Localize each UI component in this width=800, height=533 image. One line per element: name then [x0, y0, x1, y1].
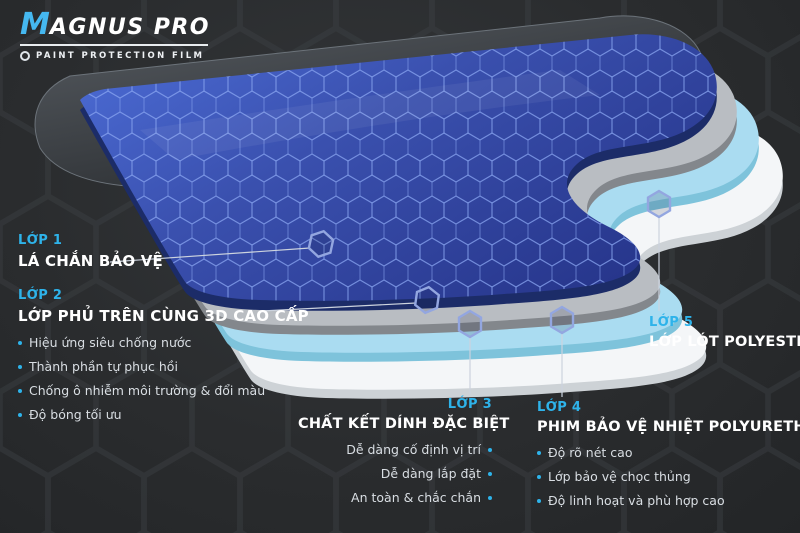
layer-title-4: PHIM BẢO VỆ NHIỆT POLYURETHAN: [537, 419, 800, 435]
bullet-text: Độ rõ nét cao: [548, 445, 633, 460]
bullet-dot: [18, 388, 22, 393]
bullet-dot: [488, 471, 492, 476]
layer-tag-2: LỚP 2: [18, 288, 63, 303]
brand-subtitle-text: PAINT PROTECTION FILM: [36, 51, 205, 61]
bullet-text: Độ linh hoạt và phù hợp cao: [548, 493, 725, 508]
bullet-dot: [488, 495, 492, 500]
layer-tag-1: LỚP 1: [18, 233, 63, 248]
bullet-item: Lớp bảo vệ chọc thủng: [537, 469, 799, 484]
layer-tag-3: LỚP 3: [447, 397, 492, 412]
bullet-item: Độ linh hoạt và phù hợp cao: [537, 493, 799, 508]
bullet-item: Chống ô nhiễm môi trường & đổi màu: [18, 383, 309, 398]
bullet-item: An toàn & chắc chắn: [298, 490, 492, 505]
bullet-dot: [18, 412, 22, 417]
connector-lines: [109, 217, 660, 397]
layer-title-5: LỚP LÓT POLYESTER: [649, 334, 800, 350]
bullet-item: Độ rõ nét cao: [537, 445, 799, 460]
layer-label-5: LỚP 5 LỚP LÓT POLYESTER: [649, 315, 800, 350]
hexagon-marker-4: [549, 305, 575, 335]
layer-title-3: CHẤT KẾT DÍNH ĐẶC BIỆT: [298, 416, 510, 432]
connector-line-2: [261, 302, 417, 312]
layer-label-3: LỚP 3 CHẤT KẾT DÍNH ĐẶC BIỆT Dễ dàng cố …: [298, 397, 510, 505]
bullet-text: Độ bóng tối ưu: [29, 407, 122, 422]
bullet-item: Thành phần tự phục hồi: [18, 359, 309, 374]
hexagon-marker-5: [646, 189, 672, 219]
brand-title: M AGNUS PRO: [20, 10, 210, 40]
bullet-dot: [537, 474, 541, 479]
bullet-item: Hiệu ứng siêu chống nước: [18, 335, 309, 350]
bullet-text: Lớp bảo vệ chọc thủng: [548, 469, 691, 484]
bullet-text: Thành phần tự phục hồi: [29, 359, 178, 374]
bullet-text: Hiệu ứng siêu chống nước: [29, 335, 192, 350]
brand-subtitle: PAINT PROTECTION FILM: [20, 51, 210, 61]
bullet-dot: [488, 447, 492, 452]
connector-line-1: [109, 247, 311, 263]
layer-top-coat: [80, 34, 717, 311]
bullet-text: Chống ô nhiễm môi trường & đổi màu: [29, 383, 266, 398]
layer-label-1: LỚP 1 LÁ CHẮN BẢO VỆ: [18, 233, 163, 270]
brand-divider: [20, 44, 208, 46]
layer-tag-5: LỚP 5: [649, 315, 694, 330]
brand-name-text: AGNUS PRO: [49, 15, 210, 40]
bullet-item: Dễ dàng cố định vị trí: [298, 442, 492, 457]
brand-m-emblem: M: [20, 7, 50, 42]
layer-label-2: LỚP 2 LỚP PHỦ TRÊN CÙNG 3D CAO CẤP Hiệu …: [18, 288, 309, 422]
bullet-text: Dễ dàng lắp đặt: [380, 466, 481, 481]
bullet-text: Dễ dàng cố định vị trí: [346, 442, 481, 457]
hexagon-marker-3: [457, 309, 483, 339]
target-ring-icon: [20, 51, 30, 61]
bullet-dot: [537, 498, 541, 503]
layer-title-2: LỚP PHỦ TRÊN CÙNG 3D CAO CẤP: [18, 307, 309, 325]
layer-bullets-3: Dễ dàng cố định vị trí Dễ dàng lắp đặt An …: [298, 442, 492, 505]
bullet-text: An toàn & chắc chắn: [351, 490, 481, 505]
layer-tag-4: LỚP 4: [537, 400, 582, 415]
brand-logo: M AGNUS PRO PAINT PROTECTION FILM: [20, 10, 210, 61]
layer-title-1: LÁ CHẮN BẢO VỆ: [18, 252, 164, 270]
bullet-dot: [18, 364, 22, 369]
layer-label-4: LỚP 4 PHIM BẢO VỆ NHIỆT POLYURETHAN Độ r…: [537, 400, 800, 508]
bullet-item: Dễ dàng lắp đặt: [298, 466, 492, 481]
bullet-item: Độ bóng tối ưu: [18, 407, 309, 422]
bullet-dot: [18, 340, 22, 345]
bullet-dot: [537, 450, 541, 455]
